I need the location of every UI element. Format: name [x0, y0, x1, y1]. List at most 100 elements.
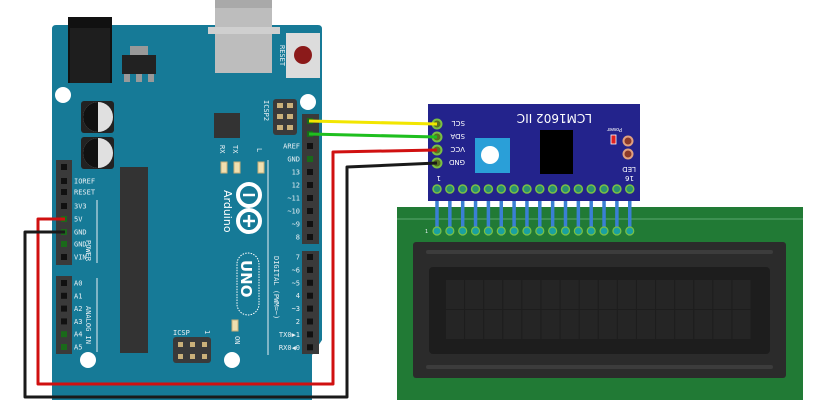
header-pin[interactable] [307, 254, 313, 260]
header-pin[interactable] [307, 195, 313, 201]
pin-label: GND [74, 229, 87, 237]
header-pin[interactable] [307, 208, 313, 214]
icsp-pin1-label: 1 [203, 330, 211, 334]
lcd-char-cell [694, 280, 713, 309]
header-pin[interactable] [307, 344, 313, 351]
icsp2-header [273, 99, 297, 135]
header-pin[interactable] [61, 344, 67, 350]
module-pin [599, 184, 609, 194]
icsp-pin [178, 354, 183, 359]
power-group-label: POWER [84, 240, 92, 262]
gnd-wire[interactable] [23, 161, 438, 399]
header-pin[interactable] [61, 280, 67, 286]
lcd-char-cell [465, 280, 484, 309]
pin-label: ~3 [292, 305, 300, 313]
sda-wire[interactable] [308, 132, 438, 139]
module-pin [509, 184, 519, 194]
lcd-char-cell [732, 280, 751, 309]
pin-label: GND [74, 241, 87, 249]
header-pin[interactable] [307, 279, 313, 286]
digital-header-upper [302, 114, 319, 244]
lcd-pin [612, 226, 622, 236]
module-pin [470, 184, 481, 194]
module-pin [625, 184, 635, 194]
header-pin[interactable] [61, 241, 67, 247]
pin-label: TX0▶1 [279, 331, 300, 339]
lcd-pin [599, 226, 609, 236]
header-pin[interactable] [307, 156, 313, 162]
header-pin[interactable] [61, 254, 67, 260]
module-pin [496, 184, 506, 194]
module-pin-label: VCC [450, 145, 465, 153]
module-pin [535, 184, 545, 194]
icsp-pin [178, 342, 183, 347]
voltage-regulator [122, 46, 156, 82]
header-pin[interactable] [307, 266, 313, 273]
usb-port [215, 0, 272, 73]
pin16-label: 16 [625, 174, 634, 182]
power-led [610, 134, 617, 145]
lcd-pin [458, 226, 468, 236]
lcd-char-cell [732, 310, 751, 339]
pin1-label: 1 [437, 174, 441, 182]
scl-wire[interactable] [308, 119, 438, 126]
pin-label: VIN [74, 254, 87, 262]
header-pin[interactable] [307, 221, 313, 227]
lcd-pin [483, 226, 493, 236]
header-pin[interactable] [61, 318, 67, 325]
header-pin[interactable] [307, 182, 313, 188]
arduino-brand: Arduino [221, 190, 234, 233]
mounting-hole [300, 94, 316, 110]
lcd-char-cell [579, 310, 598, 339]
power-header [56, 160, 72, 265]
header-pin[interactable] [61, 305, 67, 312]
pin-label: A4 [74, 331, 82, 339]
lcd-pin [625, 226, 635, 236]
header-pin[interactable] [61, 178, 67, 184]
icsp2-pin [277, 114, 283, 119]
pin-label: 4 [296, 292, 300, 300]
digital-group-label: DIGITAL (PWM=~) [272, 256, 280, 319]
lcd-char-cell [713, 280, 732, 309]
header-pin[interactable] [307, 169, 313, 175]
header-pin[interactable] [61, 189, 67, 195]
icsp-pin [190, 342, 195, 347]
pin-label: A0 [74, 280, 82, 288]
reset-button[interactable] [286, 33, 320, 78]
vcc-wire[interactable] [36, 148, 438, 386]
module-pin [483, 184, 494, 194]
header-pin[interactable] [61, 203, 67, 209]
module-pin-label: SCL [452, 119, 465, 127]
lcd-pin1-label: 1 [425, 229, 428, 235]
lcd-char-cell [675, 280, 694, 309]
pin-label: 3V3 [74, 203, 87, 211]
module-pin [432, 184, 442, 194]
lcd-char-cell [694, 310, 713, 339]
lcd-char-cell [541, 310, 560, 339]
rx-label: RX [218, 145, 226, 154]
icsp2-pin [277, 125, 283, 130]
pin-label: A2 [74, 305, 82, 313]
header-pin[interactable] [307, 234, 313, 240]
header-pin[interactable] [307, 318, 313, 325]
potentiometer[interactable] [475, 138, 510, 173]
header-pin[interactable] [307, 143, 313, 149]
lcd-char-cell [560, 310, 579, 339]
icsp2-pin [287, 103, 293, 108]
header-pin[interactable] [307, 305, 313, 312]
pin-label: 7 [296, 254, 300, 262]
pin-label: A1 [74, 292, 82, 300]
header-pin[interactable] [61, 164, 67, 170]
header-pin[interactable] [307, 331, 313, 338]
rx-led [220, 161, 228, 174]
header-pin[interactable] [61, 292, 67, 299]
header-pin[interactable] [307, 292, 313, 299]
power-label: Power [606, 126, 622, 132]
lcd-char-cell [637, 280, 655, 309]
led-jumper[interactable] [622, 135, 634, 160]
module-pin-label: GND [449, 158, 465, 166]
usb-chip [214, 113, 240, 138]
pin-label: 12 [292, 182, 300, 190]
header-pin[interactable] [61, 331, 67, 338]
